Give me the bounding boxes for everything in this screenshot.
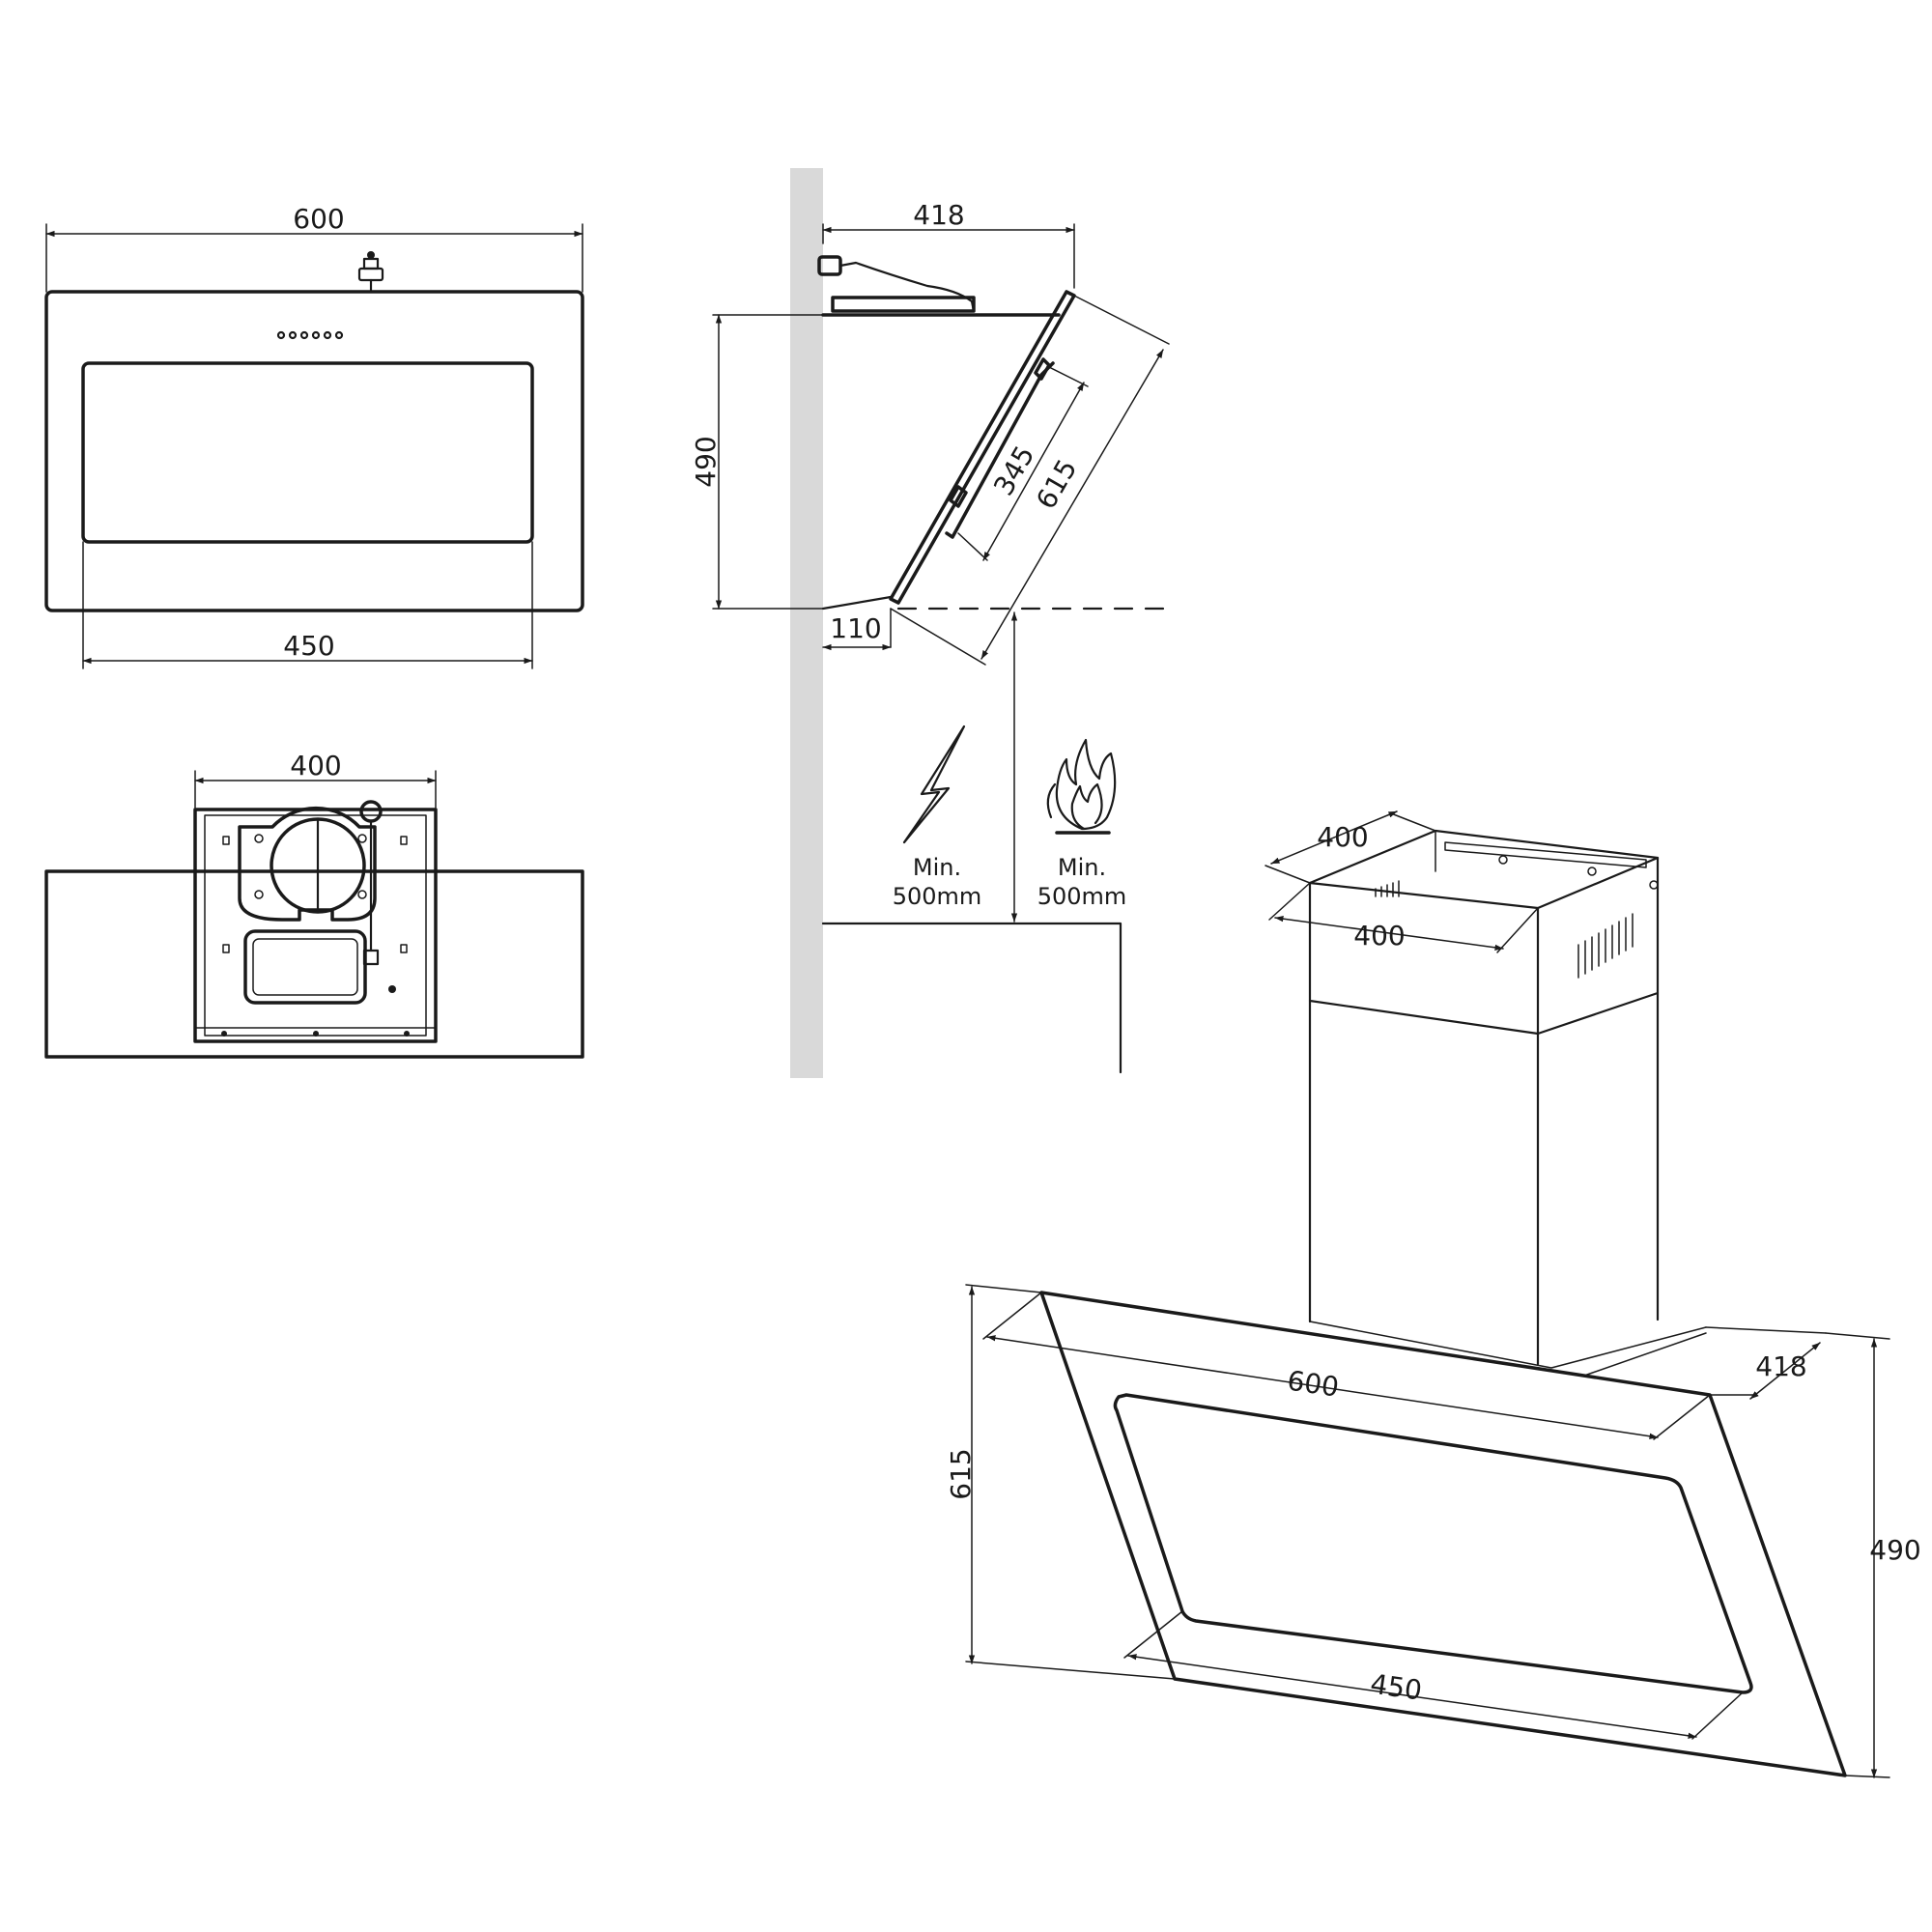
iso-height-dimension: 490 bbox=[1825, 1332, 1921, 1778]
electric-min-value: 500mm bbox=[893, 883, 982, 910]
side-motor-top bbox=[831, 296, 976, 313]
gas-min-value: 500mm bbox=[1037, 883, 1127, 910]
front-view: 600 450 bbox=[44, 203, 584, 669]
iso-glass-height-label: 615 bbox=[945, 1448, 977, 1499]
electric-min-label: Min. bbox=[913, 854, 961, 881]
side-offset-dimension: 110 bbox=[822, 612, 892, 651]
lightning-icon bbox=[902, 724, 966, 844]
wall bbox=[790, 168, 823, 1078]
iso-chimney-depth-label: 400 bbox=[1317, 821, 1368, 853]
iso-view: 400 400 600 450 bbox=[945, 810, 1921, 1778]
top-motor-housing bbox=[193, 808, 438, 1043]
side-depth-dimension: 418 bbox=[822, 199, 1075, 289]
front-width-dimension: 600 bbox=[45, 203, 583, 293]
front-window bbox=[81, 361, 534, 544]
side-depth-label: 418 bbox=[913, 199, 964, 231]
iso-glass-panel bbox=[1039, 1291, 1847, 1777]
iso-glass-height-dimension: 615 bbox=[945, 1284, 1176, 1680]
gas-min-label: Min. bbox=[1058, 854, 1106, 881]
top-chimney-dimension: 400 bbox=[194, 750, 437, 809]
iso-depth-dimension: 418 bbox=[1705, 1326, 1827, 1400]
side-glass-panel bbox=[889, 290, 1076, 605]
top-view: 400 bbox=[44, 750, 584, 1059]
side-view: 418 490 615 bbox=[690, 168, 1177, 1078]
control-box bbox=[243, 929, 367, 1005]
duct-flange bbox=[238, 806, 377, 922]
front-width-label: 600 bbox=[293, 203, 344, 235]
flame-icon bbox=[1046, 738, 1117, 835]
side-height-dimension: 490 bbox=[690, 314, 824, 610]
iso-chimney-width-label: 400 bbox=[1353, 920, 1405, 952]
iso-window-width-label: 450 bbox=[1369, 1668, 1425, 1707]
side-height-label: 490 bbox=[690, 436, 722, 487]
iso-window-width-dimension: 450 bbox=[1123, 1610, 1744, 1740]
iso-hood-width-label: 600 bbox=[1286, 1365, 1342, 1404]
iso-height-label: 490 bbox=[1869, 1534, 1920, 1566]
top-chimney-label: 400 bbox=[290, 750, 341, 781]
iso-chimney-width-dimension: 400 bbox=[1268, 882, 1539, 953]
iso-chimney-depth-dimension: 400 bbox=[1264, 810, 1436, 884]
side-plug bbox=[817, 255, 976, 313]
control-buttons bbox=[276, 330, 344, 340]
front-window-dimension: 450 bbox=[82, 541, 533, 669]
iso-hood-width-dimension: 600 bbox=[982, 1292, 1711, 1440]
power-plug-icon bbox=[357, 251, 384, 294]
side-offset-label: 110 bbox=[830, 612, 881, 644]
iso-window bbox=[1113, 1393, 1753, 1694]
front-window-label: 450 bbox=[283, 630, 334, 662]
iso-depth-label: 418 bbox=[1755, 1350, 1806, 1382]
top-glass-panel bbox=[44, 869, 584, 1059]
iso-chimney bbox=[1308, 829, 1660, 1366]
iso-vents bbox=[1577, 913, 1634, 979]
front-hood-outline bbox=[44, 290, 584, 612]
cooktop bbox=[821, 922, 1122, 1074]
